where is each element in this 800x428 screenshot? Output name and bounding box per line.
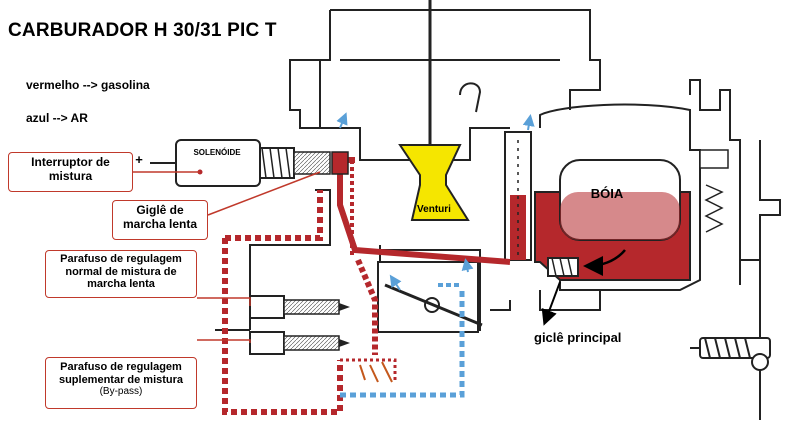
legend-fuel: vermelho --> gasolina xyxy=(26,78,150,92)
float-spring xyxy=(699,149,729,233)
idle-mixture-screw xyxy=(249,295,350,319)
boia-label: BÓIA xyxy=(591,186,624,201)
callout-interruptor-line2: mistura xyxy=(48,168,93,183)
callout-parafuso1-line2: normal de mistura de xyxy=(65,265,177,278)
solenoid: SOLENÓIDE + xyxy=(135,139,331,187)
gicle-principal-label: giclê principal xyxy=(534,330,622,345)
float-bowl: BÓIA xyxy=(534,159,691,281)
main-jet xyxy=(547,249,626,277)
legend-air: azul --> AR xyxy=(26,111,88,125)
fuel-circuit xyxy=(222,157,511,415)
callout-parafuso2-line3: (By-pass) xyxy=(99,386,143,398)
diagram-title: CARBURADOR H 30/31 PIC T xyxy=(8,20,277,41)
callout-interruptor-line1: Interruptor de xyxy=(31,155,110,169)
callout-parafuso2-line1: Parafuso de regulagem xyxy=(60,361,182,373)
carburetor-body xyxy=(215,9,781,340)
air-circuit xyxy=(336,112,535,398)
venturi: Venturi xyxy=(398,0,470,221)
callout-parafuso-normal: Parafuso de regulagem normal de mistura … xyxy=(45,250,197,298)
plus-sign: + xyxy=(135,152,143,167)
solenoide-label: SOLENÓIDE xyxy=(193,148,241,157)
callout-parafuso-bypass: Parafuso de regulagem suplementar de mis… xyxy=(45,357,197,409)
idle-jet xyxy=(331,151,349,175)
leader-lines xyxy=(133,171,321,343)
callout-gigle-line2: marcha lenta xyxy=(122,216,198,231)
throttle-body xyxy=(377,261,483,333)
venturi-label: Venturi xyxy=(417,204,451,215)
bypass-mixture-screw xyxy=(249,331,350,355)
main-jet-leader xyxy=(541,281,561,326)
throttle-linkage xyxy=(690,337,771,420)
callout-parafuso2-line2: suplementar de mistura xyxy=(58,373,184,386)
callout-parafuso1-line1: Parafuso de regulagem xyxy=(60,253,182,265)
emulsion-tube xyxy=(504,131,532,261)
callout-parafuso1-line3: marcha lenta xyxy=(87,278,155,291)
callout-gigle-line1: Giglê de xyxy=(136,203,184,217)
callout-gigle-marcha-lenta: Giglê de marcha lenta xyxy=(112,200,208,240)
callout-interruptor: Interruptor de mistura xyxy=(8,152,133,192)
